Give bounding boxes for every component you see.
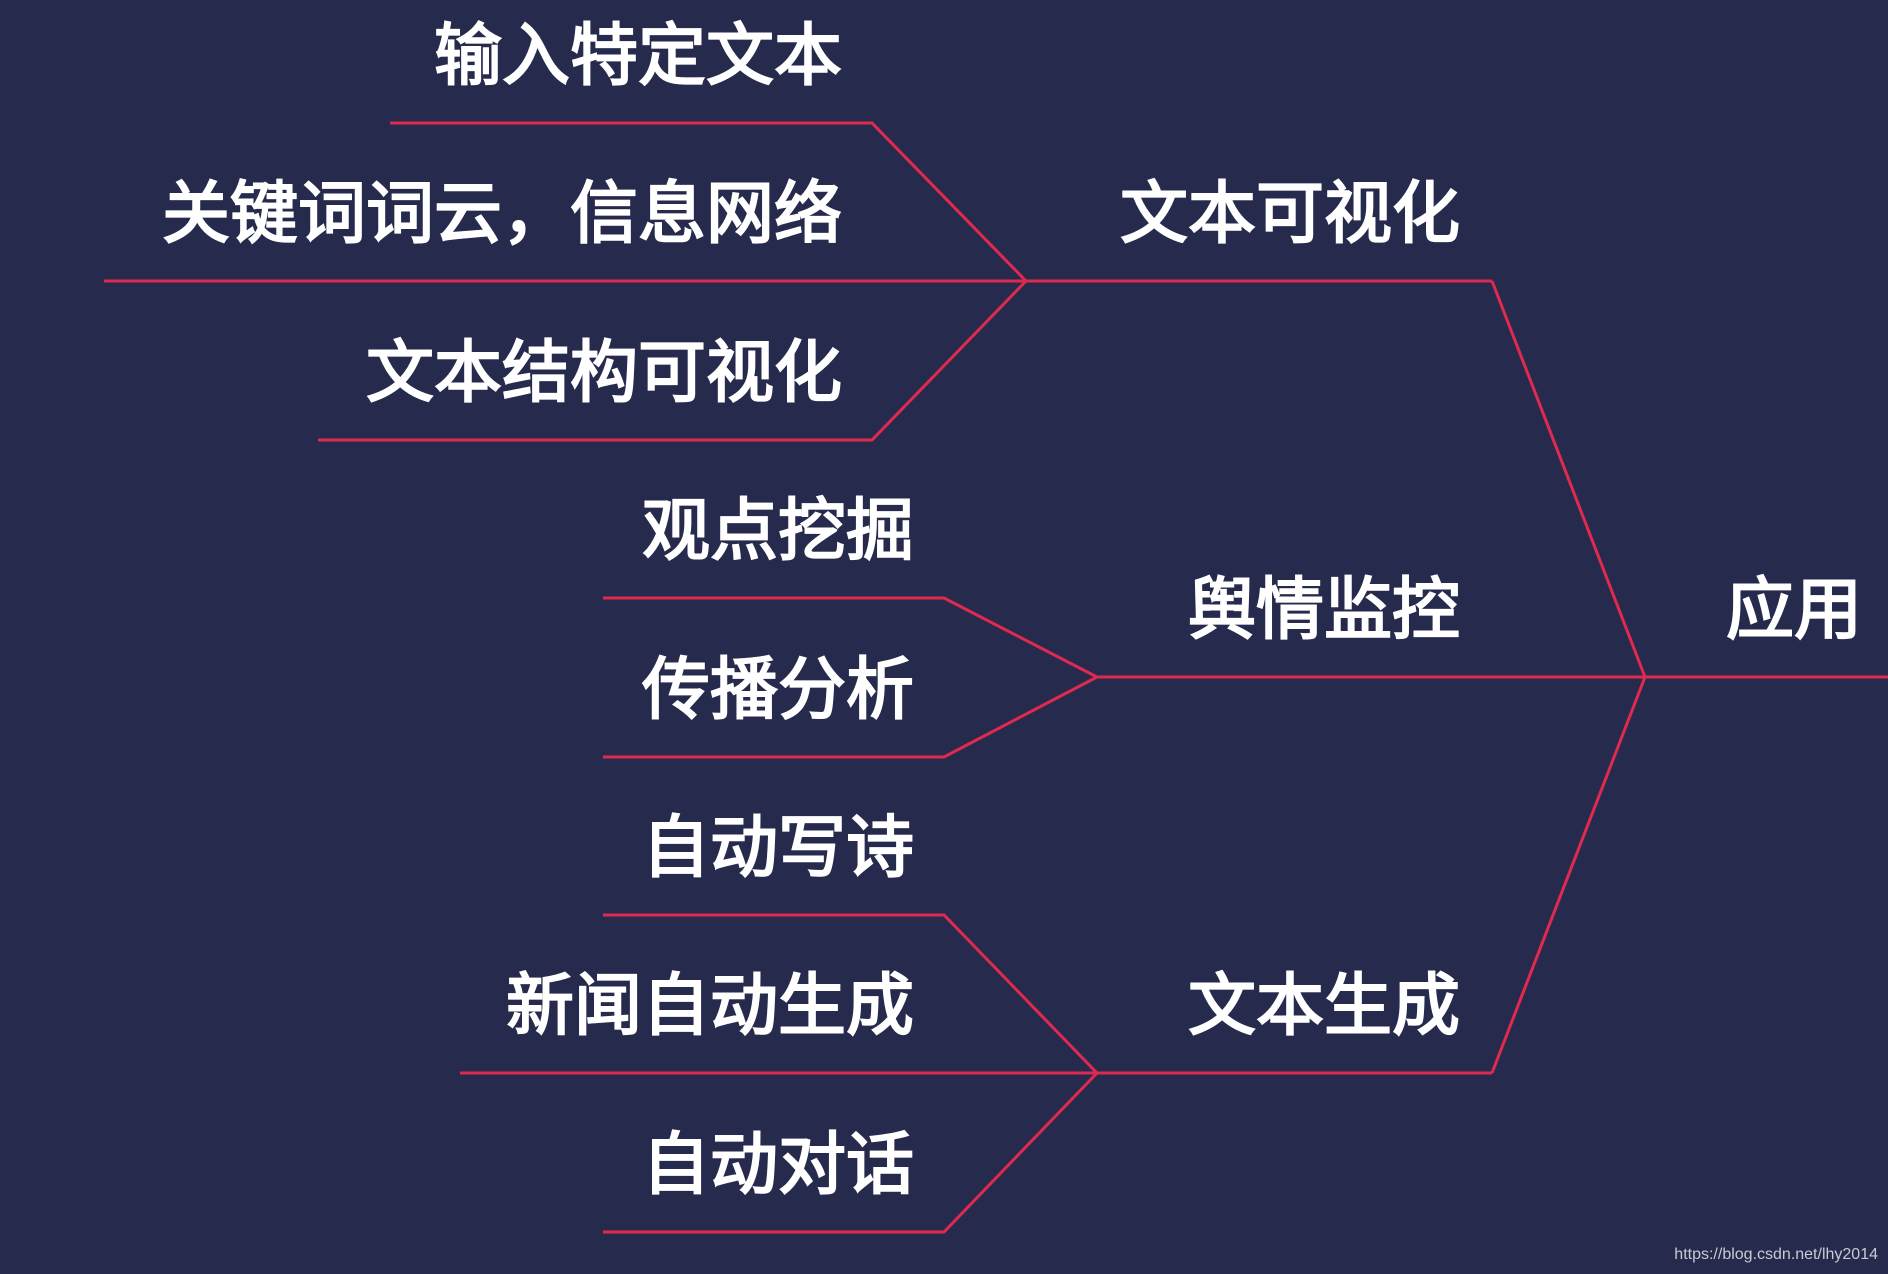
branch-3-leaf-2-label: 新闻自动生成 [505, 967, 914, 1046]
edge-root-to-branch-1 [1490, 280, 1647, 678]
branch-3-leaf-3-label: 自动对话 [641, 1126, 914, 1205]
edge-branch-2-leaf-1 [603, 596, 1098, 679]
branch-3-label: 文本生成 [1187, 967, 1460, 1046]
branch-2-leaf-1-label: 观点挖掘 [641, 492, 914, 571]
branch-2-leaf-2-label: 传播分析 [641, 651, 914, 730]
edge-branch-1-leaf-1 [390, 121, 1028, 283]
branch-2-label: 舆情监控 [1187, 571, 1460, 650]
edge-branch-3-leaf-3 [603, 1071, 1099, 1234]
edge-branch-3-leaf-1 [603, 913, 1099, 1075]
branch-1-leaf-3-label: 文本结构可视化 [365, 334, 842, 413]
branch-3-leaf-1-label: 自动写诗 [641, 809, 914, 888]
branch-1-label: 文本可视化 [1119, 175, 1460, 254]
edge-root-to-branch-3 [1490, 676, 1647, 1074]
watermark-url: https://blog.csdn.net/lhy2014 [1674, 1246, 1878, 1263]
edge-branch-1-leaf-3 [318, 279, 1028, 442]
root-node-label: 应用 [1726, 571, 1863, 650]
branch-1-leaf-2-label: 关键词词云，信息网络 [161, 175, 842, 254]
edge-branch-2-leaf-2 [603, 675, 1098, 759]
branch-1-leaf-1-label: 输入特定文本 [433, 17, 842, 96]
